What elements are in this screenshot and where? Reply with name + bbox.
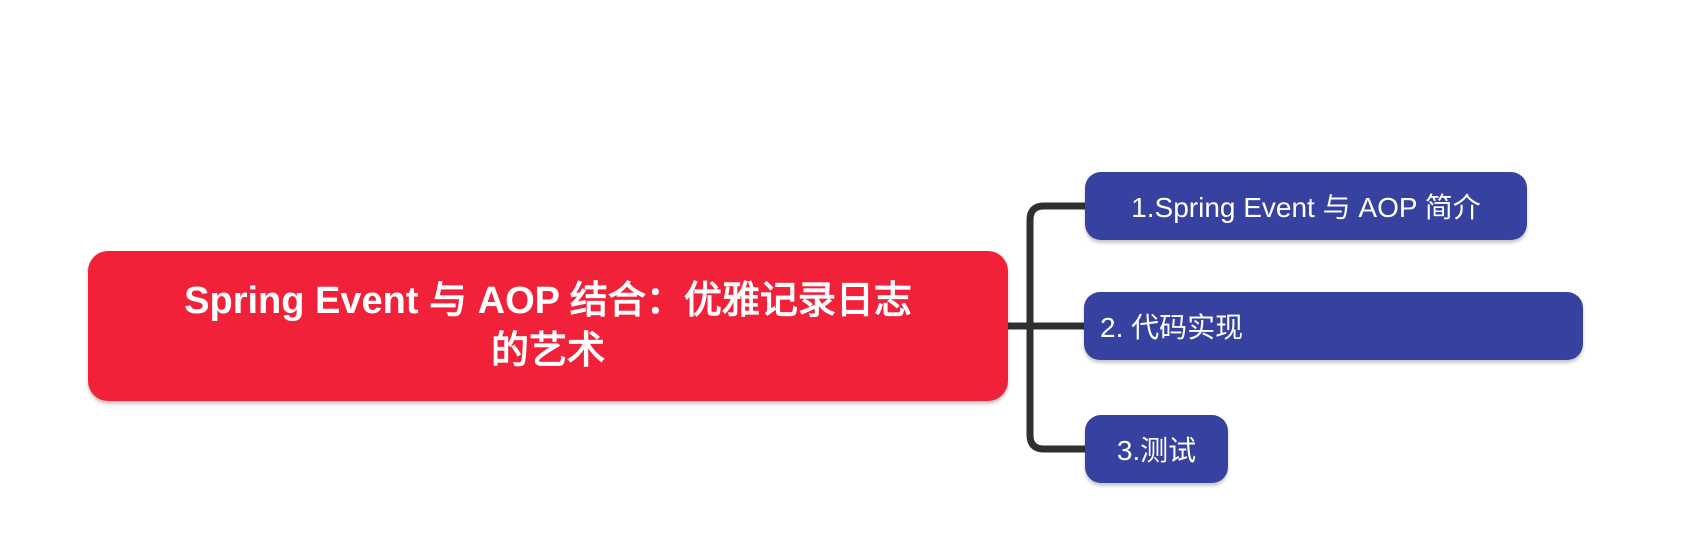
mindmap-root-node[interactable]: Spring Event 与 AOP 结合：优雅记录日志 的艺术 <box>88 251 1008 401</box>
mindmap-child-node-3[interactable]: 3.测试 <box>1085 415 1228 483</box>
child-node-1-label: 1.Spring Event 与 AOP 简介 <box>1131 192 1481 223</box>
root-node-label: Spring Event 与 AOP 结合：优雅记录日志 的艺术 <box>184 280 912 372</box>
mindmap-child-node-2[interactable]: 2. 代码实现 <box>1084 292 1583 360</box>
connector-trunk-node1-node3 <box>1026 202 1085 453</box>
child-node-2-label: 2. 代码实现 <box>1100 312 1244 343</box>
child-node-3-label: 3.测试 <box>1116 435 1197 466</box>
mindmap-child-node-1[interactable]: 1.Spring Event 与 AOP 简介 <box>1085 172 1527 240</box>
